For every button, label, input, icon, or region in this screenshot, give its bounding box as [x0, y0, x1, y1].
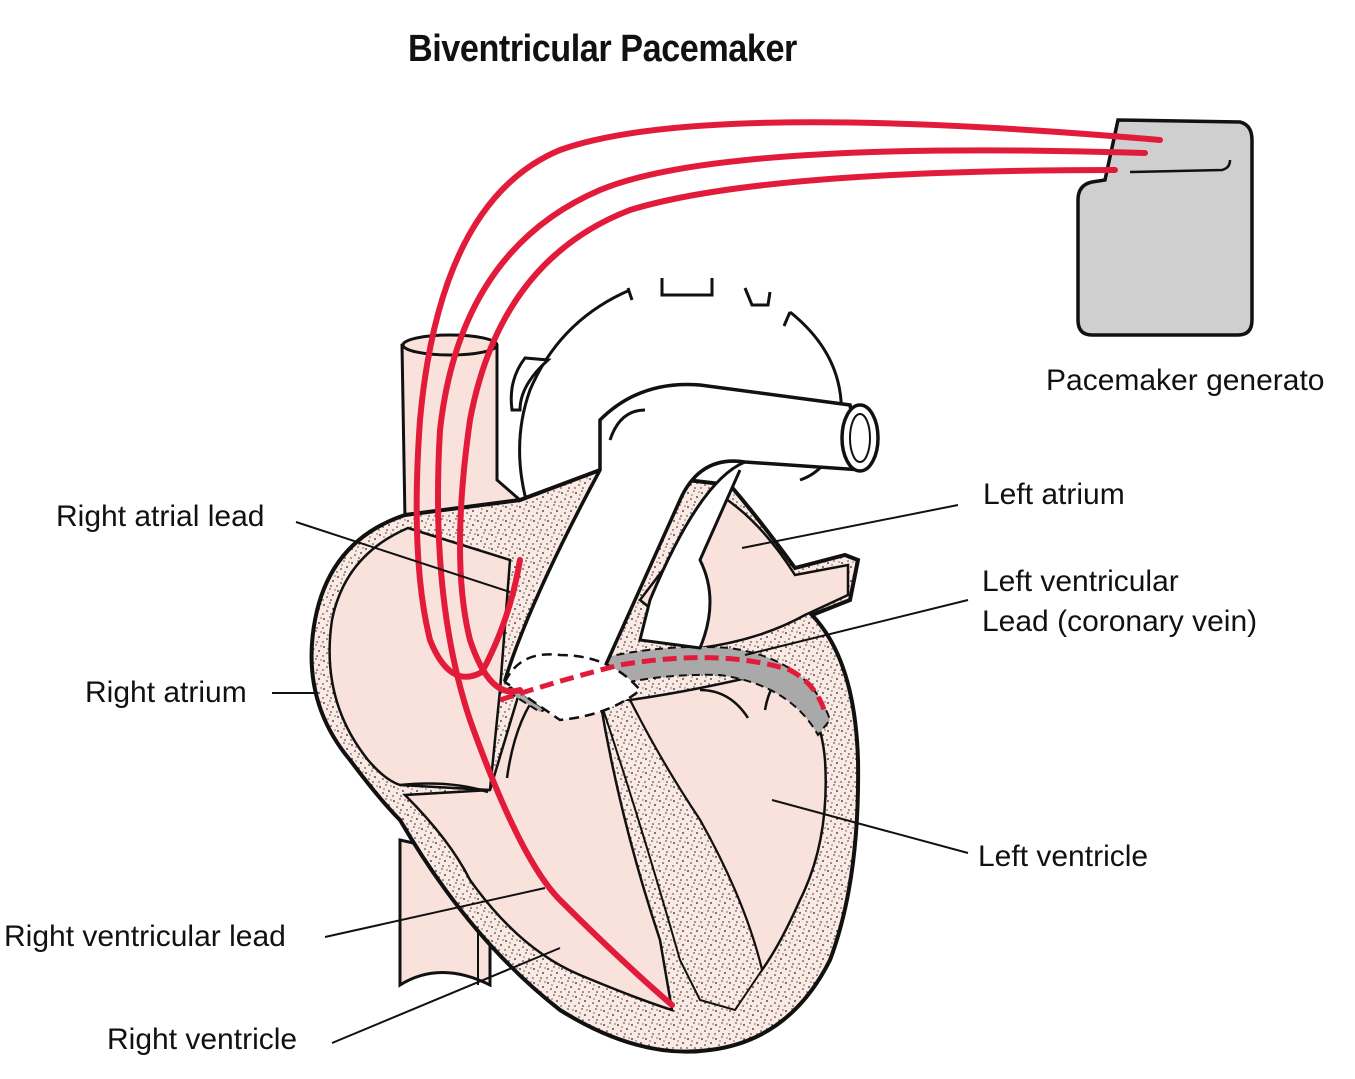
leader-right-atrial-lead — [295, 521, 511, 593]
right-ventricle-chamber — [402, 688, 674, 1012]
label-right-ventricular-lead: Right ventricular lead — [4, 920, 286, 953]
diagram-title: Biventricular Pacemaker — [408, 28, 797, 70]
label-left-atrium: Left atrium — [983, 478, 1125, 511]
label-left-ventricular-lead-line2: Lead (coronary vein) — [982, 605, 1258, 638]
label-right-ventricle: Right ventricle — [107, 1023, 298, 1056]
leader-left-ventricular-lead — [744, 599, 969, 656]
label-left-ventricular-lead-line1: Left ventricular — [982, 565, 1179, 598]
leader-right-ventricle — [331, 947, 561, 1044]
left-ventricular-lead — [457, 167, 1118, 695]
leader-left-atrium — [741, 504, 959, 549]
label-right-atrium: Right atrium — [85, 676, 247, 709]
leader-right-ventricular-lead — [324, 887, 546, 938]
superior-vena-cava — [400, 333, 523, 522]
right-atrial-lead — [413, 119, 1163, 680]
interventricular-septum — [598, 699, 764, 1012]
leader-left-ventricle — [771, 799, 969, 854]
label-right-atrial-lead: Right atrial lead — [56, 500, 265, 533]
pacemaker-generator — [1076, 118, 1254, 337]
label-left-ventricle: Left ventricle — [978, 840, 1149, 873]
pacing-leads — [413, 119, 1163, 1008]
label-pacemaker-generator: Pacemaker generato — [1046, 364, 1325, 397]
pulmonary-artery — [502, 382, 880, 722]
leader-lines — [272, 504, 969, 1044]
right-ventricular-lead — [435, 147, 1148, 1008]
